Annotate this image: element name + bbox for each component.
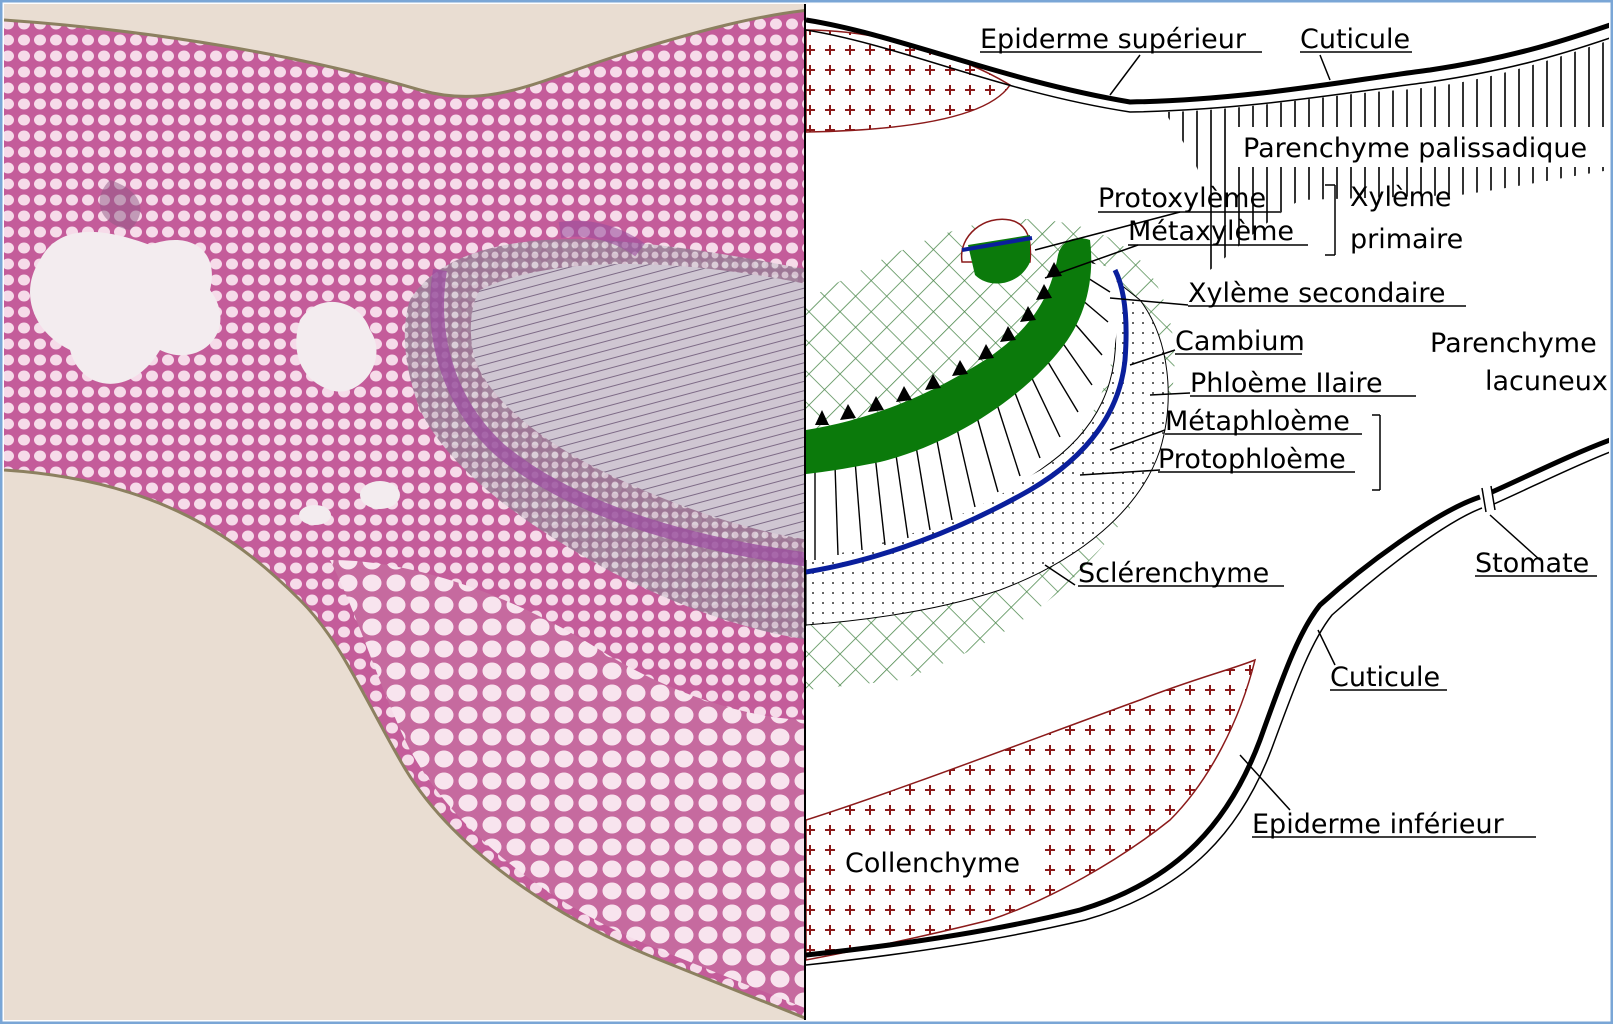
label-stomate: Stomate: [1475, 548, 1589, 579]
label-cuticule-bottom: Cuticule: [1330, 662, 1440, 693]
label-protophloeme: Protophloème: [1158, 444, 1346, 475]
label-parenchyme: Parenchyme: [1430, 328, 1597, 359]
label-metaxyleme: Métaxylème: [1128, 216, 1294, 247]
label-epiderme-inferieur: Epiderme inférieur: [1252, 809, 1505, 840]
label-collenchyme: Collenchyme: [845, 848, 1020, 879]
air-space-4: [299, 505, 331, 525]
label-protoxyleme: Protoxylème: [1098, 183, 1266, 214]
label-cambium: Cambium: [1175, 326, 1305, 357]
label-cuticule-top: Cuticule: [1300, 24, 1410, 55]
label-epiderme-superieur: Epiderme supérieur: [980, 24, 1247, 55]
label-parenchyme-palissadique: Parenchyme palissadique: [1243, 133, 1587, 164]
diagram-panel: Epiderme supérieur Cuticule Parenchyme p…: [806, 4, 1610, 1020]
label-xyleme-secondaire: Xylème secondaire: [1188, 278, 1446, 309]
label-phloeme-iiaire: Phloème IIaire: [1190, 368, 1383, 399]
label-sclerenchyme: Sclérenchyme: [1078, 558, 1269, 589]
label-lacuneux: lacuneux: [1485, 366, 1608, 397]
label-metaphloeme: Métaphloème: [1165, 406, 1350, 437]
micrograph-panel: [4, 4, 810, 1020]
air-space-3: [360, 481, 400, 509]
label-xyleme: Xylème: [1350, 182, 1452, 213]
label-primaire: primaire: [1350, 224, 1463, 255]
